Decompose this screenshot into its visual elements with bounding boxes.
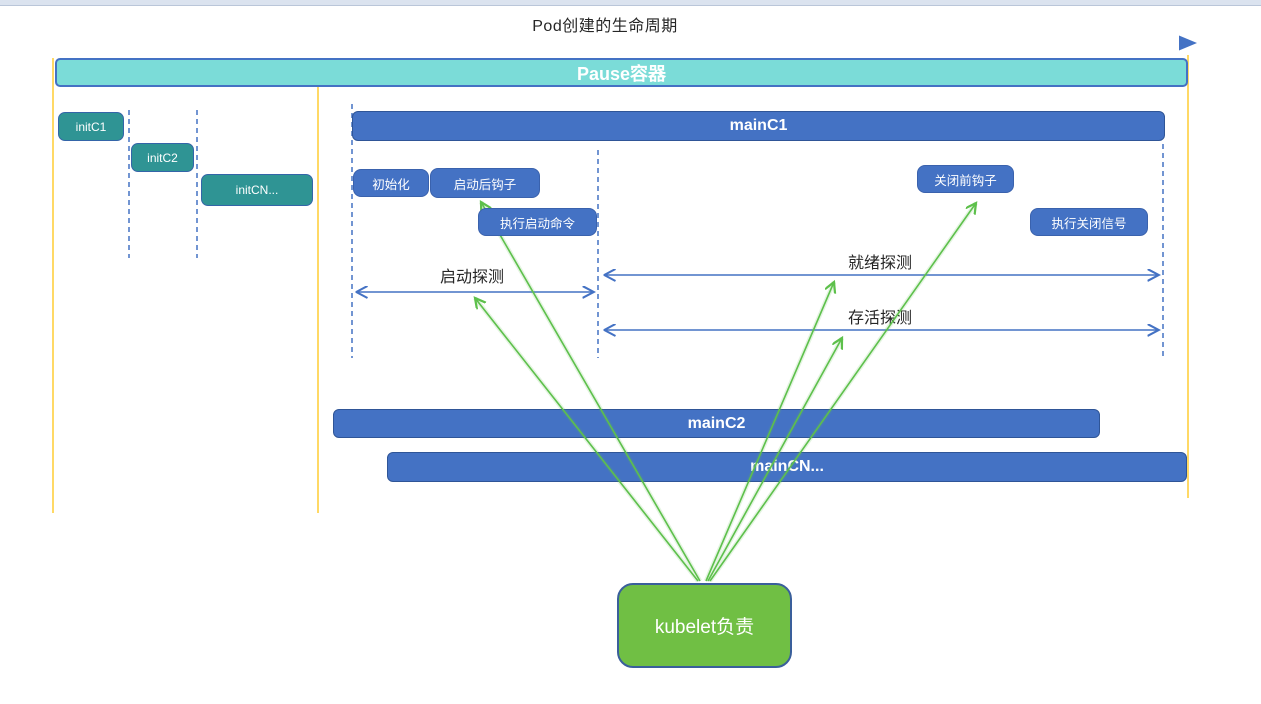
readiness-probe-label: 就绪探测 [847, 255, 912, 272]
init-container-box-n: initCN... [201, 174, 313, 206]
phase-guides [128, 104, 1164, 358]
exec-stop-signal-box: 执行关闭信号 [1030, 208, 1148, 236]
main-container-bar-2: mainC2 [333, 409, 1100, 438]
pause-container-bar: Pause容器 [55, 58, 1188, 87]
init-container-box-2: initC2 [131, 143, 194, 172]
main-container-bar-1: mainC1 [352, 111, 1165, 141]
initialize-box: 初始化 [353, 169, 429, 197]
init-container-box-1: initC1 [58, 112, 124, 141]
liveness-probe-label: 存活探测 [847, 310, 912, 327]
diagram-title: Pod创建的生命周期 [532, 18, 678, 35]
startup-probe-label: 启动探测 [439, 269, 504, 286]
pre-stop-hook-box: 关闭前钩子 [917, 165, 1014, 193]
exec-start-command-box: 执行启动命令 [478, 208, 597, 236]
arrow-to-startup-probe [475, 298, 699, 582]
arrow-to-post-start-hook [481, 202, 701, 582]
post-start-hook-box: 启动后钩子 [430, 168, 540, 198]
main-container-bar-n: mainCN... [387, 452, 1187, 482]
top-window-strip [0, 0, 1261, 6]
lifecycle-arrow [57, 35, 1197, 51]
kubelet-box: kubelet负责 [617, 583, 792, 668]
